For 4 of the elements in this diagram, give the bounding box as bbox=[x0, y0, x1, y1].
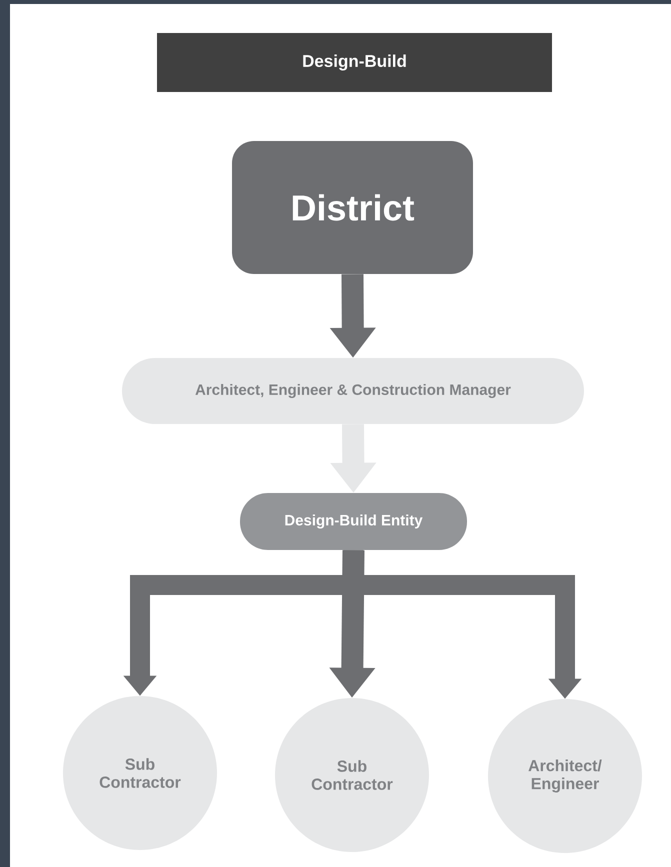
role-pill: Architect, Engineer & Construction Manager bbox=[122, 358, 584, 424]
title-banner: Design-Build bbox=[157, 33, 552, 92]
role-pill: Design-Build Entity bbox=[240, 493, 467, 550]
district-box: District bbox=[232, 141, 473, 274]
